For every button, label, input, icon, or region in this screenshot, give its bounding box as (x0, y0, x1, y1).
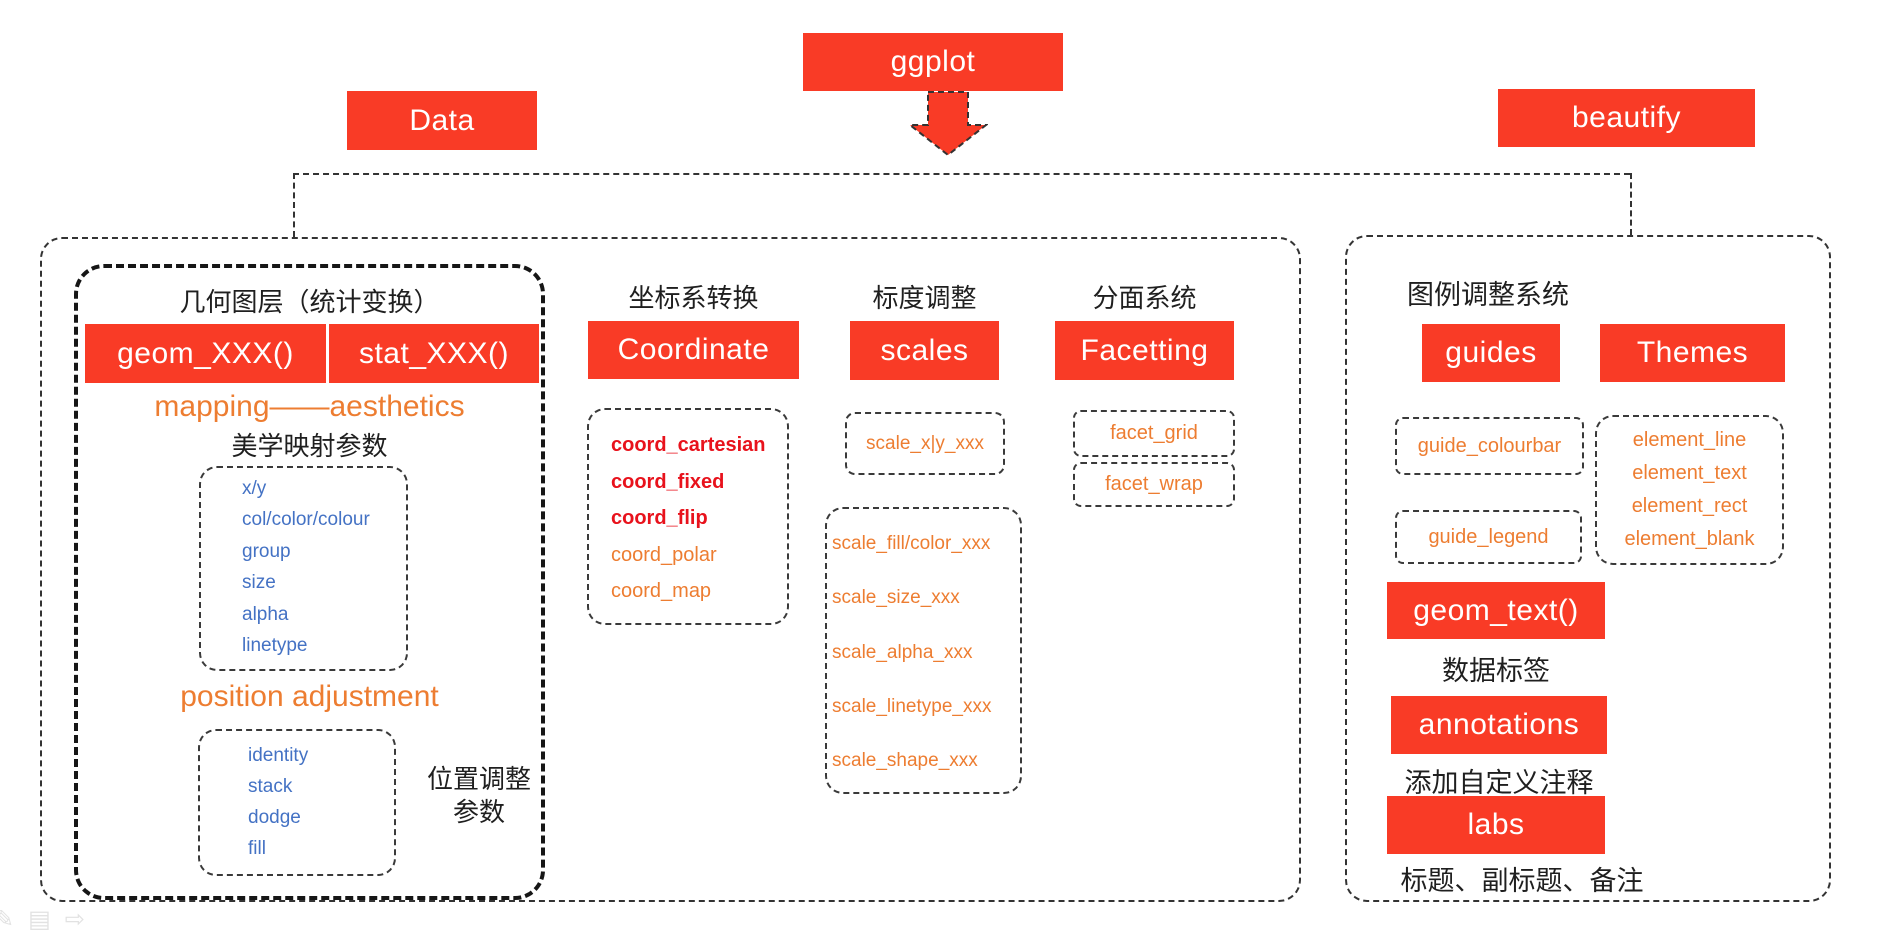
presenter-controls: ✎ ▤ ⇨ (0, 905, 85, 934)
down-arrow-icon (908, 91, 988, 157)
aesthetic-item: linetype (242, 634, 308, 656)
connector-vertical-left (293, 173, 295, 237)
coord-item: coord_cartesian (611, 434, 766, 456)
legend-panel: 图例调整系统 guides Themes guide_colourbar ele… (1345, 235, 1831, 902)
coord-item: coord_map (611, 580, 712, 602)
connector-horizontal-line (293, 173, 1630, 175)
scales-title: 标度调整 (872, 283, 977, 313)
legend-panel-title: 图例调整系统 (1407, 280, 1569, 310)
menu-icon[interactable]: ▤ (28, 906, 51, 933)
scales-list-box: scale_fill/color_xxx scale_size_xxx scal… (825, 507, 1022, 794)
coord-item: coord_fixed (611, 470, 725, 493)
geom-group-title: 几何图层（统计变换） (179, 287, 440, 317)
geom-text-note: 数据标签 (1442, 656, 1550, 686)
aesthetics-subheading: 美学映射参数 (231, 431, 388, 461)
position-note: 位置调整 参数 (411, 763, 547, 828)
scale-item: scale_alpha_xxx (832, 641, 973, 663)
guide-legend-box: guide_legend (1395, 510, 1582, 564)
data-node: Data (347, 91, 537, 150)
scale-xy-box: scale_x|y_xxx (845, 412, 1005, 475)
main-panel: 几何图层（统计变换） geom_XXX() stat_XXX() mapping… (40, 237, 1301, 902)
aesthetics-list: x/y col/color/colour group size alpha li… (201, 468, 406, 669)
aesthetic-item: x/y (242, 478, 267, 499)
guide-legend-item: guide_legend (1428, 525, 1549, 548)
coordinate-list: coord_cartesian coord_fixed coord_flip c… (589, 410, 787, 623)
beautify-node: beautify (1498, 89, 1755, 147)
facet-title: 分面系统 (1092, 283, 1197, 313)
element-list-box: element_line element_text element_rect e… (1595, 415, 1784, 565)
scale-item: scale_size_xxx (832, 587, 960, 609)
position-note-line2: 参数 (452, 796, 505, 827)
guide-colourbar-box: guide_colourbar (1395, 417, 1584, 475)
aesthetic-item: size (242, 572, 276, 594)
scale-xy-item: scale_x|y_xxx (866, 432, 984, 454)
position-list-box: identity stack dodge fill (198, 729, 396, 876)
scales-node: scales (850, 321, 999, 380)
themes-node: Themes (1600, 324, 1785, 382)
labs-node: labs (1387, 796, 1605, 854)
position-item: stack (248, 776, 293, 797)
guides-node: guides (1422, 324, 1560, 382)
geom-xxx-node: geom_XXX() (85, 324, 326, 383)
guide-colourbar-item: guide_colourbar (1417, 434, 1562, 457)
connector-vertical-right (1630, 173, 1632, 235)
facet-grid-item: facet_grid (1110, 422, 1198, 444)
stat-xxx-node: stat_XXX() (329, 324, 539, 383)
element-list: element_line element_text element_rect e… (1597, 417, 1782, 563)
coord-item: coord_flip (611, 507, 708, 529)
pencil-icon[interactable]: ✎ (0, 906, 15, 933)
element-item: element_line (1632, 429, 1747, 451)
scale-item: scale_linetype_xxx (832, 695, 992, 717)
annotations-node: annotations (1391, 696, 1607, 754)
position-item: fill (248, 838, 266, 859)
aesthetic-item: group (242, 540, 291, 562)
scales-list: scale_fill/color_xxx scale_size_xxx scal… (827, 509, 1020, 792)
element-item: element_rect (1631, 495, 1748, 517)
position-list: identity stack dodge fill (200, 731, 394, 874)
facet-wrap-item: facet_wrap (1105, 473, 1203, 495)
facetting-node: Facetting (1055, 321, 1234, 380)
forward-arrow-icon[interactable]: ⇨ (64, 906, 85, 933)
position-note-line1: 位置调整 (426, 764, 531, 794)
coord-item: coord_polar (611, 543, 717, 566)
coordinate-title: 坐标系转换 (628, 283, 759, 313)
geom-layer-group: 几何图层（统计变换） geom_XXX() stat_XXX() mapping… (74, 264, 545, 900)
scale-item: scale_fill/color_xxx (832, 533, 991, 554)
position-item: dodge (248, 807, 301, 828)
coordinate-list-box: coord_cartesian coord_fixed coord_flip c… (587, 408, 789, 625)
coordinate-node: Coordinate (588, 321, 799, 379)
facet-grid-box: facet_grid (1073, 410, 1235, 457)
element-item: element_text (1632, 462, 1747, 484)
mapping-aesthetics-heading: mapping——aesthetics (154, 390, 465, 423)
ggplot-node: ggplot (803, 33, 1063, 91)
aesthetic-item: col/color/colour (242, 509, 370, 531)
labs-note: 标题、副标题、备注 (1400, 866, 1644, 896)
aesthetics-list-box: x/y col/color/colour group size alpha li… (199, 466, 408, 671)
geom-text-node: geom_text() (1387, 582, 1605, 639)
position-adjustment-heading: position adjustment (180, 680, 439, 713)
annotations-note: 添加自定义注释 (1404, 768, 1594, 798)
aesthetic-item: alpha (242, 603, 289, 625)
element-item: element_blank (1624, 528, 1755, 550)
scale-item: scale_shape_xxx (832, 750, 978, 771)
position-item: identity (248, 745, 309, 766)
facet-wrap-box: facet_wrap (1073, 462, 1235, 507)
